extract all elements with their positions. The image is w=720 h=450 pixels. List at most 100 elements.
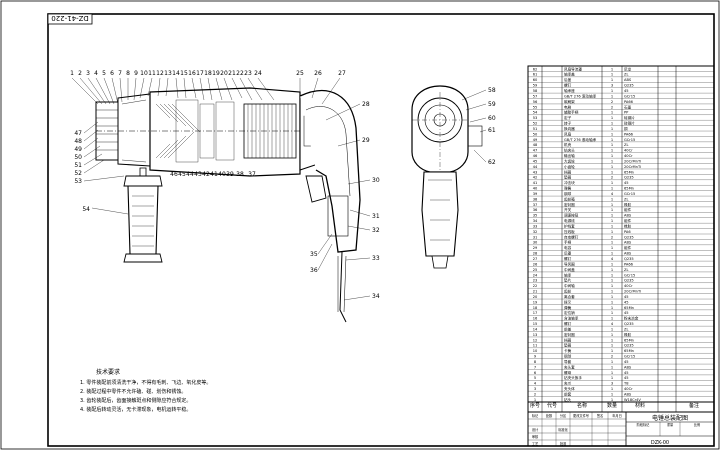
bom-cell-name: 钻头 <box>564 397 572 402</box>
bom-cell-name: 碳刷架 <box>564 99 575 104</box>
callout-label: 50 <box>74 154 82 161</box>
bom-cell-no: 61 <box>533 73 538 77</box>
callouts-lower-row: 46 45 44 43 42 41 40 39 38 37 <box>170 171 256 178</box>
bom-cell-name: 齿轮 <box>564 289 572 294</box>
bom-cell-qty: 1 <box>611 78 613 82</box>
bom-cell-no: 28 <box>533 252 538 256</box>
bom-cell-qty: 1 <box>611 203 613 207</box>
callout-label: 14 <box>172 70 180 77</box>
bom-cell-material: GCr15 <box>624 355 635 359</box>
bom-cell-name: 大齿轮 <box>564 158 575 163</box>
bom-cell-no: 40 <box>533 187 538 191</box>
bom-cell-material: 40Cr <box>624 154 633 158</box>
callout-label: 51 <box>74 162 82 169</box>
bom-cell-no: 53 <box>533 116 538 120</box>
bom-cell-name: 轴承盖 <box>564 72 575 77</box>
bom-cell-material: T8 <box>623 382 629 386</box>
bom-cell-no: 56 <box>533 100 538 104</box>
callout-label: 60 <box>488 115 496 122</box>
callout-label: 43 <box>194 171 202 178</box>
bom-cell-no: 5 <box>534 376 536 380</box>
bom-cell-name: 轴承座 <box>564 88 575 93</box>
bom-cell-no: 30 <box>533 241 538 245</box>
callout-label: 5 <box>102 70 106 77</box>
bom-cell-material: 组件 <box>624 207 632 212</box>
bom-cell-material: 45 <box>624 376 629 380</box>
bom-cell-qty: 1 <box>611 127 613 131</box>
callout-label: 19 <box>212 70 220 77</box>
bom-cell-no: 14 <box>533 327 538 331</box>
notes-line: 1. 零件装配前须清洗干净，不得有毛刺、飞边、氧化皮等。 <box>80 379 211 386</box>
bom-cell-qty: 1 <box>611 73 613 77</box>
title-block-text: 标记 处数 分区 更改文件号 签名 年月日 设计 标准化 审核 工艺 批准 阶段… <box>532 413 700 446</box>
notes-line: 3. 齿轮装配后，齿面接触斑点和侧隙应符合规定。 <box>80 397 191 404</box>
callout-label: 42 <box>202 171 210 178</box>
bom-cell-qty: 1 <box>611 219 613 223</box>
callout-label: 13 <box>164 70 172 77</box>
bom-cell-no: 12 <box>533 338 538 342</box>
callouts-side-view: 58 59 60 61 62 <box>488 87 496 166</box>
bom-cell-no: 11 <box>533 344 538 348</box>
bom-cell-no: 36 <box>533 208 538 212</box>
callout-label: 18 <box>204 70 212 77</box>
bom-cell-material: 铜 <box>624 126 628 131</box>
bom-cell-material: 40Cr <box>624 284 633 288</box>
callout-label: 28 <box>362 101 370 108</box>
bom-cell-no: 8 <box>534 360 537 364</box>
bom-cell-qty: 2 <box>611 105 613 109</box>
bom-cell-material: 45 <box>624 311 629 315</box>
callout-label: 49 <box>74 146 82 153</box>
title-label: 重量 <box>667 422 674 427</box>
bom-cell-qty: 1 <box>611 268 613 272</box>
callout-label: 38 <box>236 171 244 178</box>
bom-cell-material: 65Mn <box>624 187 634 191</box>
bom-cell-name: 导风圈 <box>564 261 575 266</box>
bom-cell-no: 3 <box>534 387 536 391</box>
bom-cell-material: Q235 <box>624 344 634 348</box>
title-label: 阶段标记 <box>637 422 651 427</box>
bom-cell-qty: 1 <box>611 170 613 174</box>
bom-cell-no: 9 <box>534 355 537 359</box>
bom-cell-no: 27 <box>533 257 538 261</box>
bom-cell-material: 45 <box>624 89 629 93</box>
bom-cell-name: 换向器 <box>564 126 575 131</box>
bom-cell-material: 橡胶 <box>624 332 632 337</box>
bom-cell-qty: 1 <box>611 273 613 277</box>
bom-cell-qty: 1 <box>611 279 613 283</box>
bom-cell-qty: 1 <box>611 327 613 331</box>
callout-label: 25 <box>296 70 304 77</box>
bom-cell-name: 前套 <box>564 391 572 396</box>
bom-cell-qty: 1 <box>611 116 613 120</box>
bom-cell-qty: 1 <box>611 111 613 115</box>
bom-cell-name: 电源线 <box>564 218 575 223</box>
bom-cell-name: 挡圈 <box>564 337 572 342</box>
callout-label: 20 <box>220 70 228 77</box>
bom-cell-name: 输出轴 <box>564 153 575 158</box>
callout-label: 27 <box>338 70 346 77</box>
bom-cell-material: PA66 <box>624 262 634 266</box>
bom-cell-qty: 1 <box>611 295 613 299</box>
bom-cell-no: 18 <box>533 306 538 310</box>
bom-cell-material: 硅钢片 <box>624 115 635 120</box>
callout-label: 39 <box>226 171 234 178</box>
callout-label: 17 <box>196 70 204 77</box>
callout-label: 30 <box>372 177 380 184</box>
callout-label: 33 <box>372 255 380 262</box>
callout-label: 47 <box>74 130 82 137</box>
callout-label: 3 <box>86 70 90 77</box>
bom-cell-qty: 1 <box>611 349 613 353</box>
callout-label: 32 <box>372 227 380 234</box>
bom-cell-material: GCr15 <box>624 192 635 196</box>
bom-cell-name: 密封圈 <box>564 202 575 207</box>
bom-cell-name: 后罩 <box>564 251 572 256</box>
bom-cell-no: 13 <box>533 333 538 337</box>
bom-cell-name: 螺母 <box>564 370 572 375</box>
bom-cell-qty: 1 <box>611 398 613 402</box>
bom-cell-no: 57 <box>533 94 538 98</box>
bom-cell-no: 46 <box>533 154 538 158</box>
bom-cell-no: 29 <box>533 246 538 250</box>
bom-cell-qty: 1 <box>611 392 613 396</box>
bom-cell-material: Q235 <box>624 84 634 88</box>
bom-cell-material: 粉末冶金 <box>624 316 639 321</box>
bom-cell-name: 弹簧 <box>564 305 572 310</box>
